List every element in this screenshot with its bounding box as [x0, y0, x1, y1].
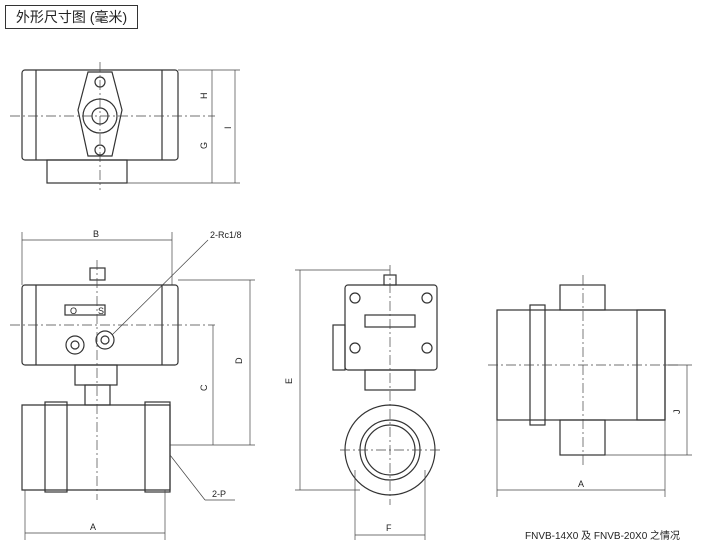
dim-j-label: J [672, 410, 682, 415]
pipe-label: 2-P [212, 489, 226, 499]
dim-d-label: D [234, 357, 244, 364]
dim-c-label: C [199, 384, 209, 391]
dim-i-label: I [223, 126, 233, 129]
dim-g-label: G [199, 142, 209, 149]
port-label: 2-Rc1/8 [210, 230, 242, 240]
dim-h-label: H [199, 93, 209, 100]
drawing-title: 外形尺寸图 (毫米) [5, 5, 138, 29]
indicator-shut: S [98, 306, 104, 316]
dim-e-label: E [284, 378, 294, 384]
right-view: J A [488, 275, 692, 497]
model-caption: FNVB-14X0 及 FNVB-20X0 之情况 [525, 531, 681, 542]
dim-f-label: F [386, 523, 392, 533]
side-view: E F [284, 265, 440, 540]
top-view: H G I [10, 62, 240, 190]
dim-a-right-label: A [578, 479, 584, 489]
dim-b-label: B [93, 229, 99, 239]
front-view: B 2-Rc1/8 O S C D 2-P A [10, 229, 255, 540]
dim-a-label: A [90, 522, 96, 532]
indicator-open: O [70, 306, 77, 316]
